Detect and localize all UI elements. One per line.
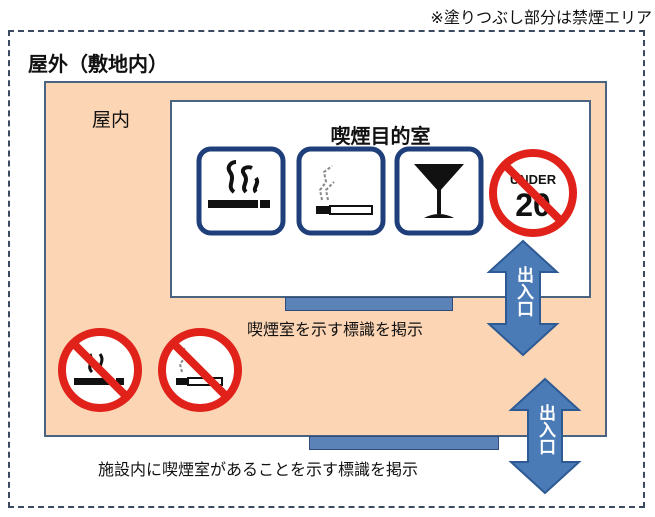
legend-note: ※塗りつぶし部分は禁煙エリア	[430, 8, 652, 27]
no-smoking-icon	[58, 328, 142, 412]
entrance-label: 出入口	[513, 266, 533, 317]
smoking-icon	[196, 146, 286, 236]
facility-sign-bar	[309, 436, 499, 450]
heated-tobacco-icon	[296, 146, 386, 236]
outdoor-area	[8, 30, 645, 508]
room-sign-bar	[285, 297, 453, 311]
entrance-label-2: 出入口	[535, 404, 555, 455]
no-heated-tobacco-icon	[158, 328, 242, 412]
smoking-room-title: 喫煙目的室	[330, 124, 431, 148]
outdoor-label: 屋外（敷地内）	[28, 52, 168, 76]
entrance-arrow-icon-2	[508, 377, 582, 495]
room-sign-caption: 喫煙室を示す標識を掲示	[247, 320, 424, 339]
no-under-20-icon: UNDER 20	[489, 149, 577, 237]
indoor-label: 屋内	[92, 109, 131, 131]
entrance-arrow-icon	[486, 239, 560, 357]
facility-sign-caption: 施設内に喫煙室があることを示す標識を掲示	[98, 460, 419, 479]
cocktail-glass-icon	[394, 146, 484, 236]
